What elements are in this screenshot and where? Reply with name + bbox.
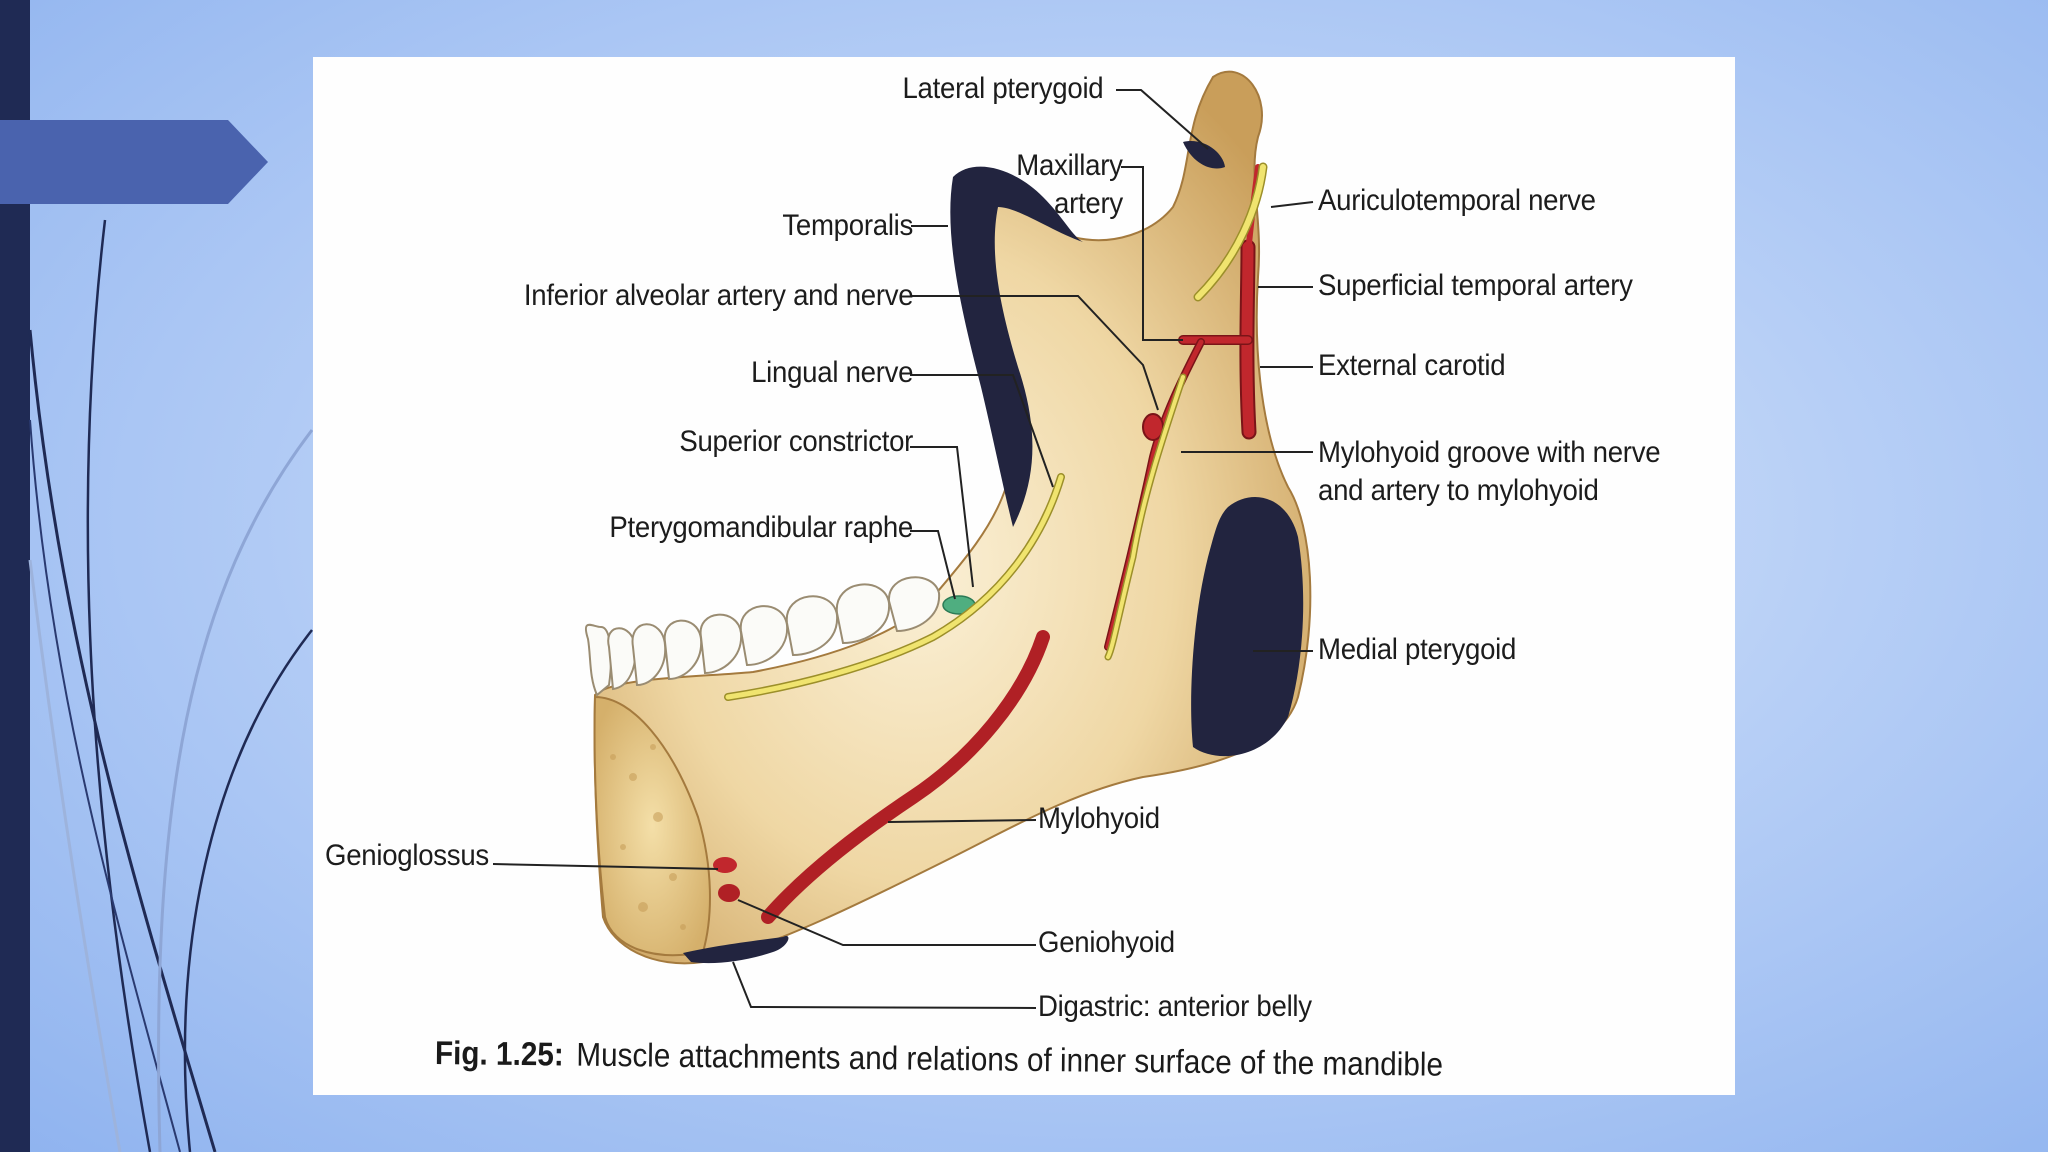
inferior-alveolar-nerve [1106, 375, 1185, 659]
label-mylohyoid-groove-line1: Mylohyoid groove with nerve [1318, 436, 1661, 469]
mandibular-foramen [1142, 413, 1164, 441]
label-superior-constrictor: Superior constrictor [679, 425, 913, 458]
label-auriculotemporal-nerve: Auriculotemporal nerve [1318, 184, 1596, 217]
auriculotemporal-nerve [1195, 164, 1266, 300]
mylohyoid-muscle-line [761, 630, 1050, 924]
digastric-attachment [683, 935, 789, 964]
medial-pterygoid-attachment [1191, 497, 1304, 757]
label-medial-pterygoid: Medial pterygoid [1318, 633, 1517, 666]
label-lateral-pterygoid: Lateral pterygoid [902, 72, 1103, 105]
mandible-illustration [492, 70, 1314, 1009]
slide-title-arrow [0, 120, 268, 204]
geniohyoid-tubercle [718, 884, 740, 902]
muscle-attachments [683, 141, 1304, 964]
label-superficial-temporal-artery: Superficial temporal artery [1318, 269, 1633, 302]
nerves [724, 162, 1268, 701]
label-genioglossus: Genioglossus [325, 839, 489, 872]
label-pterygomandibular-raphe: Pterygomandibular raphe [609, 511, 913, 544]
label-maxillary-artery-line2: artery [1054, 187, 1123, 220]
label-lingual-nerve: Lingual nerve [750, 356, 913, 389]
lateral-pterygoid-attachment [1183, 141, 1225, 169]
teeth [584, 576, 941, 697]
label-maxillary-artery-line1: Maxillary [1016, 149, 1124, 182]
lingual-nerve [725, 474, 1064, 700]
label-mylohyoid-groove-line2: and artery to mylohyoid [1318, 474, 1599, 507]
temporalis-attachment [950, 166, 1083, 527]
label-digastric-anterior-belly: Digastric: anterior belly [1038, 990, 1312, 1023]
label-inferior-alveolar: Inferior alveolar artery and nerve [523, 279, 914, 312]
external-carotid [1241, 241, 1255, 438]
genioglossus-tubercle [713, 857, 737, 873]
label-mylohyoid: Mylohyoid [1038, 802, 1160, 835]
label-temporalis: Temporalis [782, 209, 913, 242]
decorative-curves [28, 219, 314, 1152]
mandible-bone [593, 70, 1312, 965]
leader-lines [492, 89, 1314, 1009]
label-external-carotid: External carotid [1318, 349, 1506, 382]
figure-number: Fig. 1.25: [434, 1034, 564, 1073]
mandible-figure: Lateral pterygoid Maxillary artery Tempo… [313, 57, 1735, 1095]
label-geniohyoid: Geniohyoid [1038, 926, 1175, 959]
